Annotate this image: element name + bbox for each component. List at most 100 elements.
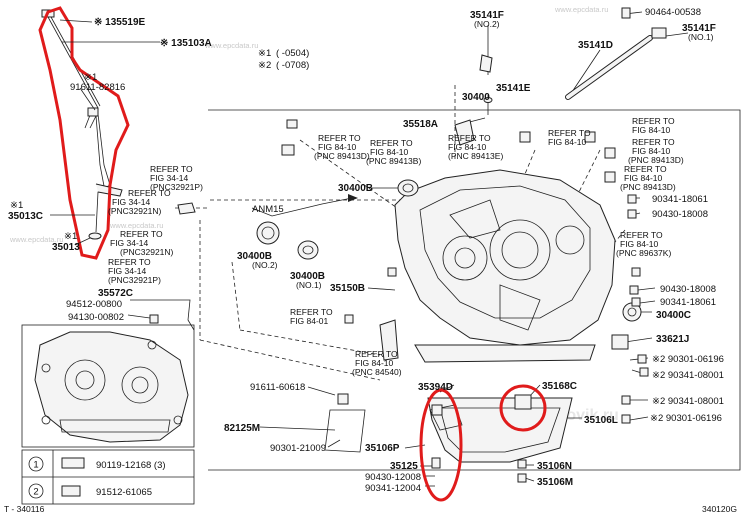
highlight-strainer-bolts [419,388,463,502]
bolt-icon [387,267,397,277]
o-ring-icon [88,232,102,240]
bolt-icon [631,297,641,307]
ref-callout-line: REFER TO [128,188,171,198]
bolt-icon [61,485,81,497]
part-label: 94512-00800 [66,299,122,310]
ref-callout-line: FIG 34-14 [108,266,147,276]
legend-number: 2 [33,487,38,498]
ref-callout-line: (PNC 89637K) [616,248,671,258]
ref-callout-line: REFER TO [120,229,163,239]
seals-and-bolts [149,119,649,483]
oil-seal-icon [297,240,319,260]
o-ring-icon [483,97,493,103]
speed-sensor [379,319,399,361]
filler-tube [479,7,667,103]
ref-callout-line: REFER TO [448,133,491,143]
part-label: 90430-18008 [652,209,708,220]
part-label: 30400B [290,271,325,282]
bolt-icon [621,414,631,424]
part-label: 35125 [390,461,418,472]
part-label-sub: (NO.2) [252,260,278,270]
ref-callout-line: (PNC32921P) [150,182,203,192]
solenoid-icon [604,171,616,183]
callout-circle-icon [28,456,44,472]
ref-callout-line: REFER TO [150,164,193,174]
bolt-icon [629,285,639,295]
part-label-sub: (NO.2) [474,19,500,29]
note-text: ( -0504) [276,48,309,59]
solenoid-icon [584,131,596,143]
drain-plug [514,394,532,410]
ref-callout-line: REFER TO [355,349,398,359]
ref-callout-line: FIG 84-01 [290,316,329,326]
ref-callout-line: FIG 84-10 [632,146,671,156]
bolt-icon [627,209,637,219]
watermark: www.epcdata.ru [204,41,258,50]
ref-callout-line: FIG 34-14 [110,238,149,248]
part-label: 35106M [537,477,573,488]
part-label: 35518A [403,119,438,130]
part-label: 90341-18061 [652,194,708,205]
part-label: 30400B [338,183,373,194]
ref-callout: REFER TO FIG 84-10 (PNC 89413D) [314,133,370,161]
ref-callout-line: (PNC 89413E) [448,151,503,161]
arrow-head [348,194,358,202]
reference-callouts: REFER TO FIG 84-10 (PNC 89413D) REFER TO… [108,116,684,377]
note-text: ( -0708) [276,60,309,71]
ref-callout-line: REFER TO [632,137,675,147]
part-label: 35141D [578,40,613,51]
ref-callout-line: FIG 84-10 [548,137,587,147]
figure-id: 340120G [702,504,737,514]
ref-callout-line: REFER TO [620,230,663,240]
bolt-icon [61,457,85,469]
part-label: 90341-18061 [660,297,716,308]
part-label: 30400C [656,310,691,321]
ref-callout-line: REFER TO [108,257,151,267]
part-label: ※2 90301-06196 [652,354,724,365]
ref-callout: REFER TO FIG 84-10 (PNC 89413E) [448,133,503,161]
ref-callout-line: FIG 84-10 [355,358,394,368]
notes: ※1 ( -0504) ※2 ( -0708) [258,48,309,71]
part-label: ※2 90341-08001 [652,396,724,407]
ref-callout: REFER TO FIG 34-14 (PNC32921N) [108,188,171,216]
ref-callout-line: REFER TO [624,164,667,174]
part-label: 35106P [365,443,400,454]
part-label: 35013C [8,211,43,222]
part-label: 94130-00802 [68,312,124,323]
part-label: 91611-60618 [250,382,305,393]
ref-callout-line: FIG 84-10 [370,147,409,157]
part-label: 35106N [537,461,572,472]
part-label: 90464-00538 [645,7,701,18]
ref-callout-line: (PNC 89413B) [366,156,421,166]
wire-harness [324,409,366,453]
highlight-dipstick [38,6,130,260]
ref-callout: REFER TO FIG 84-10 (PNC 89413D) [628,137,684,165]
note-mark: ※2 [258,60,271,71]
ref-callout: REFER TO FIG 84-10 (PNC 89413D) [620,164,676,192]
part-label: 35394D [418,382,453,393]
part-label: ※1 [84,72,97,83]
part-label: 90430-12008 [365,472,421,483]
bolt-icon [621,7,631,19]
ref-callout: REFER TO FIG 34-14 (PNC32921P) [108,257,161,285]
bolt-icon [337,393,349,405]
ref-callout-line: FIG 34-14 [150,173,189,183]
part-label: ※1 [10,200,23,211]
watermark: www.epcdata.ru [109,221,163,230]
ref-callout-line: (PNC 84540) [352,367,402,377]
hose-fitting [180,299,195,331]
part-label: 35141F [470,10,504,21]
ref-callout: REFER TO FIG 84-10 (PNC 89413B) [366,138,421,166]
ref-callout: REFER TO FIG 84-10 [632,116,675,135]
part-label: 30400 [462,92,490,103]
ref-callout-line: REFER TO [318,133,361,143]
bolt-icon [621,395,631,405]
breather-plug [479,54,493,73]
callout-circle-icon [28,483,44,499]
strainer-bolt [431,404,443,416]
part-label: 35168C [542,381,577,392]
ref-callout-line: FIG 84-10 [620,239,659,249]
part-label: ※2 90341-08001 [652,370,724,381]
sensor-icon [286,119,298,129]
